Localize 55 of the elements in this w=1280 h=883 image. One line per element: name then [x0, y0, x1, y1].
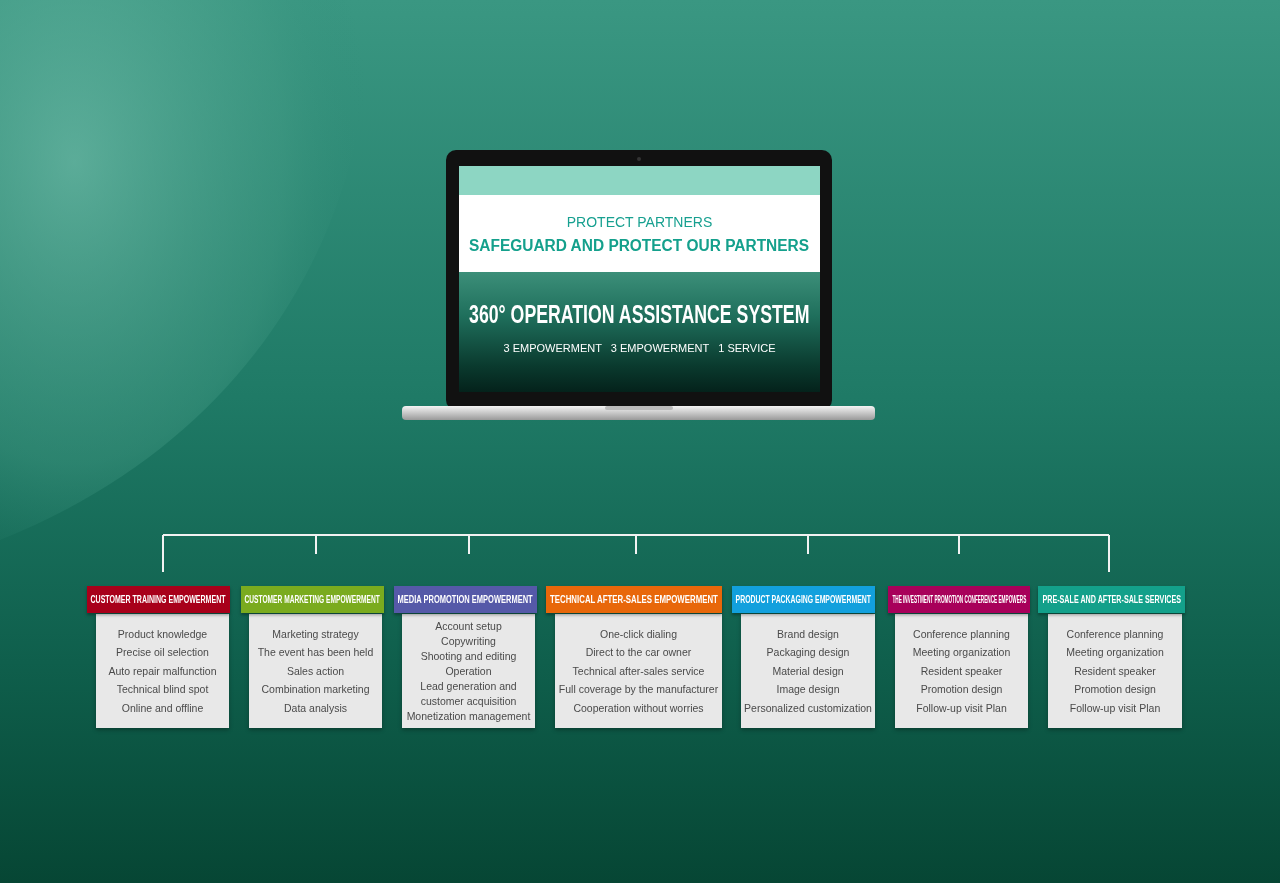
card-heading: MEDIA PROMOTION EMPOWERMENT — [397, 593, 534, 607]
info-card — [241, 586, 384, 728]
list-item: Personalized customization — [743, 700, 873, 716]
list-item: Material design — [771, 663, 845, 679]
tagline: SAFEGUARD AND PROTECT OUR PARTNERS — [469, 237, 810, 255]
subtitle: PROTECT PARTNERS — [566, 214, 713, 230]
list-item: Online and offline — [120, 700, 205, 716]
card-heading: CUSTOMER MARKETING EMPOWERMENT — [244, 593, 381, 607]
list-item: Meeting organization — [911, 645, 1012, 661]
card-heading: THE INVESTMENT PROMOTION CONFERENCE EMPOWERS — [892, 593, 1026, 607]
list-item: Combination marketing — [260, 682, 371, 698]
info-card — [888, 586, 1030, 728]
list-item: Technical after-sales service — [571, 663, 706, 679]
list-item: Promotion design — [919, 682, 1004, 698]
list-item: Full coverage by the manufacturer — [557, 682, 720, 698]
info-card — [546, 586, 722, 728]
screen-title: 360° OPERATION ASSISTANCE SYSTEM — [469, 300, 810, 329]
card-heading: CUSTOMER TRAINING EMPOWERMENT — [91, 593, 226, 607]
list-item: Cooperation without worries — [572, 700, 705, 716]
list-item: Auto repair malfunction — [107, 663, 218, 679]
info-card — [87, 586, 230, 728]
info-card — [394, 586, 537, 728]
list-item: Sales action — [285, 663, 346, 679]
list-item: Product knowledge — [116, 626, 209, 642]
list-item: Account setup — [434, 618, 503, 634]
list-item: Resident speaker — [1073, 663, 1157, 679]
list-item: Brand design — [776, 626, 840, 642]
list-item: Resident speaker — [919, 663, 1004, 679]
list-item: Follow-up visit Plan — [1068, 700, 1162, 716]
list-item: Monetization management — [405, 708, 532, 724]
list-item: Direct to the car owner — [584, 645, 693, 661]
list-item: The event has been held — [256, 645, 375, 661]
list-item: Follow-up visit Plan — [915, 700, 1008, 716]
card-heading: TECHNICAL AFTER-SALES EMPOWERMENT — [550, 593, 718, 607]
list-item: Data analysis — [283, 700, 348, 716]
list-item: Marketing strategy — [271, 626, 360, 642]
list-item: Promotion design — [1073, 682, 1157, 698]
list-item: Image design — [775, 682, 841, 698]
list-item: Conference planning — [1065, 626, 1165, 642]
list-item: Conference planning — [912, 626, 1011, 642]
list-item: Precise oil selection — [115, 645, 210, 661]
info-card — [732, 586, 875, 728]
card-heading: PRODUCT PACKAGING EMPOWERMENT — [735, 593, 872, 607]
card-heading: PRE-SALE AND AFTER-SALE SERVICES — [1042, 593, 1181, 607]
list-item: Packaging design — [765, 645, 851, 661]
screen-subtitle: 3 EMPOWERMENT 3 EMPOWERMENT 1 SERVICE — [503, 342, 776, 354]
list-item: Meeting organization — [1065, 645, 1165, 661]
list-item: Copywriting — [440, 633, 497, 649]
list-item: Technical blind spot — [115, 682, 210, 698]
info-card — [1038, 586, 1185, 728]
list-item: Lead generation and customer acquisition — [419, 678, 518, 709]
laptop-screen — [459, 166, 820, 392]
list-item: One-click dialing — [598, 626, 678, 642]
list-item: Operation — [444, 663, 493, 679]
list-item: Shooting and editing — [419, 648, 518, 664]
